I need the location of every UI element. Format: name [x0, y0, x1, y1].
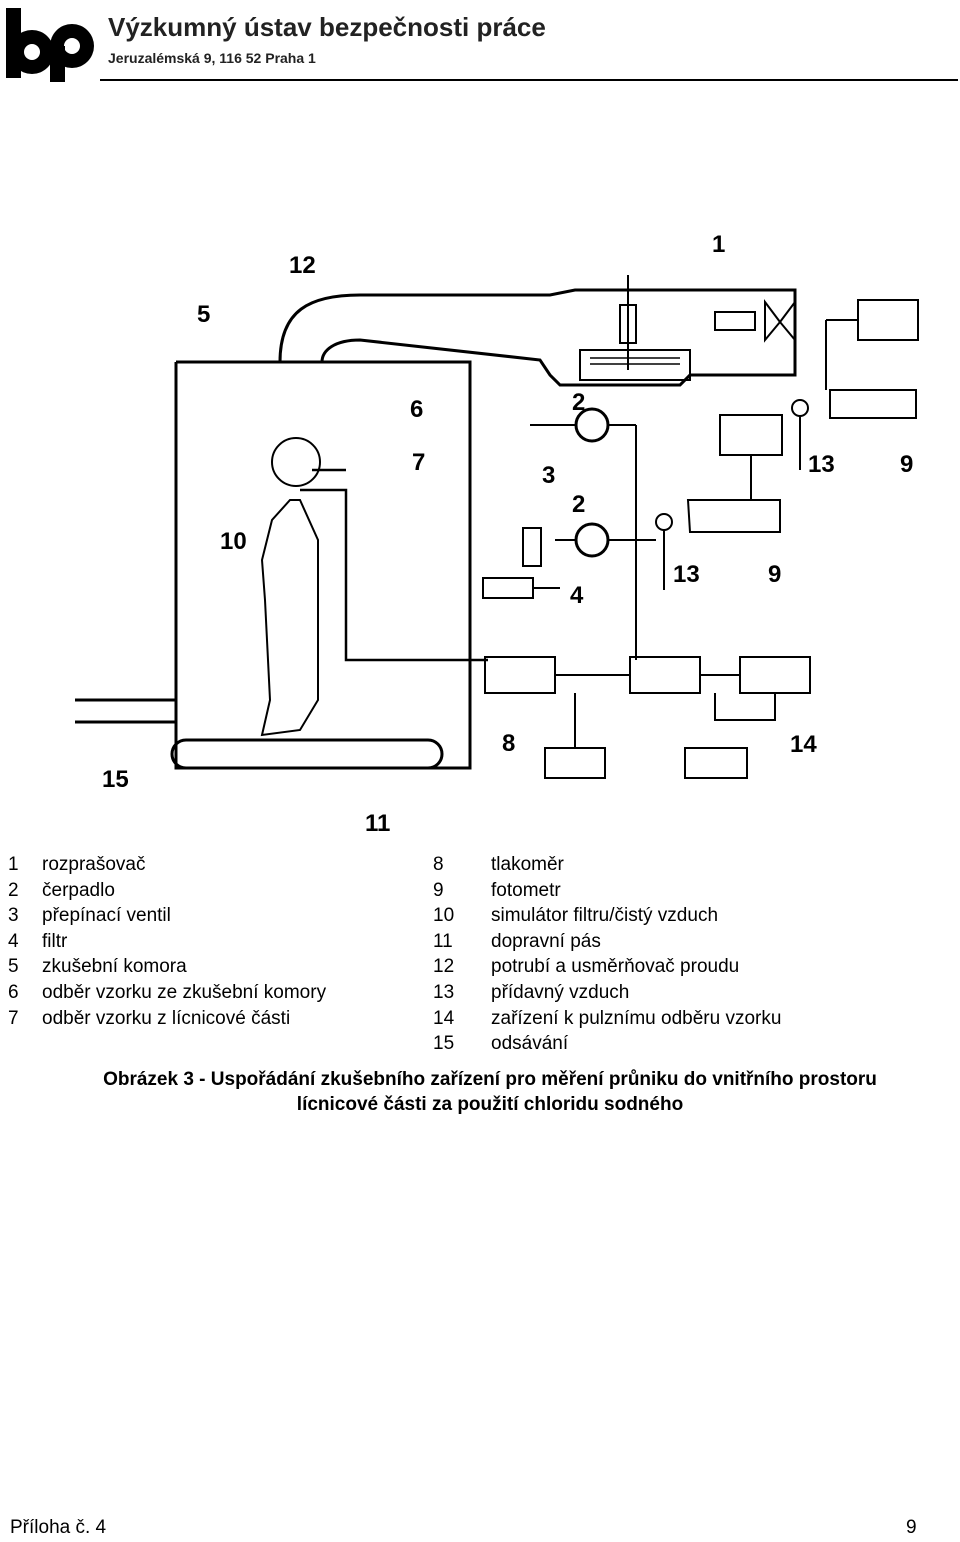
- legend-number: 13: [433, 981, 455, 1003]
- legend-text: přepínací ventil: [42, 905, 171, 927]
- legend-text: filtr: [42, 930, 68, 952]
- callout-5: 5: [197, 301, 210, 328]
- callout-9b: 9: [768, 561, 781, 588]
- legend-number: 7: [8, 1007, 19, 1029]
- legend-number: 2: [8, 879, 19, 901]
- legend-item: 6 odběr vzorku ze zkušební komory: [8, 980, 428, 1006]
- legend-text: odběr vzorku z lícnicové části: [42, 1007, 291, 1029]
- legend-item: 9 fotometr: [433, 878, 953, 904]
- legend-number: 10: [433, 905, 455, 927]
- callout-15: 15: [102, 766, 129, 793]
- callout-4: 4: [570, 582, 584, 609]
- legend-text: fotometr: [491, 879, 561, 901]
- legend-item: 13 přídavný vzduch: [433, 980, 953, 1006]
- callout-14: 14: [790, 731, 817, 758]
- legend-number: 15: [433, 1033, 455, 1055]
- legend-item: 8 tlakoměr: [433, 852, 953, 878]
- figure-caption: Obrázek 3 - Uspořádání zkušebního zaříze…: [0, 1067, 960, 1117]
- legend-number: 9: [433, 879, 444, 901]
- legend-item: 5 zkušební komora: [8, 954, 428, 980]
- legend-item: 7 odběr vzorku z lícnicové části: [8, 1006, 428, 1032]
- legend-text: zkušební komora: [42, 956, 187, 978]
- legend-text: čerpadlo: [42, 879, 115, 901]
- legend-number: 4: [8, 930, 19, 952]
- callout-3: 3: [542, 462, 555, 489]
- legend-text: odběr vzorku ze zkušební komory: [42, 981, 327, 1003]
- legend-item: 11 dopravní pás: [433, 929, 953, 955]
- callout-11: 11: [365, 810, 390, 837]
- callout-2b: 2: [572, 491, 585, 518]
- page-number: 9: [906, 1517, 917, 1538]
- legend-number: 8: [433, 854, 444, 875]
- test-apparatus-diagram: 1 2 2 3 4 5 6 7 8 9 9 10 11 12 13 13 14 …: [75, 231, 919, 837]
- legend-left: 1 rozprašovač 2 čerpadlo 3 přepínací ventil 4 f…: [8, 852, 428, 1031]
- legend-item: 3 přepínací ventil: [8, 903, 428, 929]
- legend-text: potrubí a usměrňovač proudu: [491, 956, 740, 978]
- legend-right: 8 tlakoměr 9 fotometr 10 simulátor filtru/čis…: [433, 852, 953, 1057]
- legend-number: 12: [433, 956, 455, 978]
- legend-number: 5: [8, 956, 19, 978]
- legend-text: tlakoměr: [491, 854, 564, 875]
- legend-text: simulátor filtru/čistý vzduch: [491, 905, 719, 927]
- legend-text: rozprašovač: [42, 854, 146, 875]
- legend-item: 14 zařízení k pulznímu odběru vzorku: [433, 1006, 953, 1032]
- caption-line-1: Obrázek 3 - Uspořádání zkušebního zaříze…: [103, 1069, 877, 1090]
- legend-number: 3: [8, 905, 19, 927]
- legend-item: 4 filtr: [8, 929, 428, 955]
- legend-item: 12 potrubí a usměrňovač proudu: [433, 954, 953, 980]
- callout-7: 7: [412, 449, 425, 476]
- legend-item: 1 rozprašovač: [8, 852, 428, 878]
- callout-8: 8: [502, 730, 515, 757]
- legend-text: přídavný vzduch: [491, 981, 630, 1003]
- legend-text: zařízení k pulznímu odběru vzorku: [491, 1007, 782, 1029]
- header-rule: [100, 79, 958, 81]
- legend-text: dopravní pás: [491, 930, 601, 952]
- callout-10: 10: [220, 528, 247, 555]
- callout-12: 12: [289, 252, 316, 279]
- appendix-label: Příloha č. 4: [10, 1517, 107, 1538]
- legend-item: 10 simulátor filtru/čistý vzduch: [433, 903, 953, 929]
- legend-item: 2 čerpadlo: [8, 878, 428, 904]
- document-header: Výzkumný ústav bezpečnosti práce Jeruzal…: [0, 0, 960, 84]
- callout-9a: 9: [900, 451, 913, 478]
- bp-logo: [6, 8, 94, 82]
- institute-name: Výzkumný ústav bezpečnosti práce: [108, 12, 546, 42]
- callout-6: 6: [410, 396, 423, 423]
- legend-number: 11: [433, 930, 453, 952]
- legend-item: 15 odsávání: [433, 1031, 953, 1057]
- legend-text: odsávání: [491, 1033, 569, 1055]
- callout-1: 1: [712, 231, 725, 258]
- callout-13b: 13: [673, 561, 700, 588]
- callout-2a: 2: [572, 389, 585, 416]
- legend-number: 6: [8, 981, 19, 1003]
- caption-line-2: lícnicové části za použití chloridu sodn…: [296, 1094, 684, 1115]
- callout-13a: 13: [808, 451, 835, 478]
- legend-number: 14: [433, 1007, 455, 1029]
- legend-number: 1: [8, 854, 19, 875]
- institute-address: Jeruzalémská 9, 116 52 Praha 1: [108, 50, 316, 66]
